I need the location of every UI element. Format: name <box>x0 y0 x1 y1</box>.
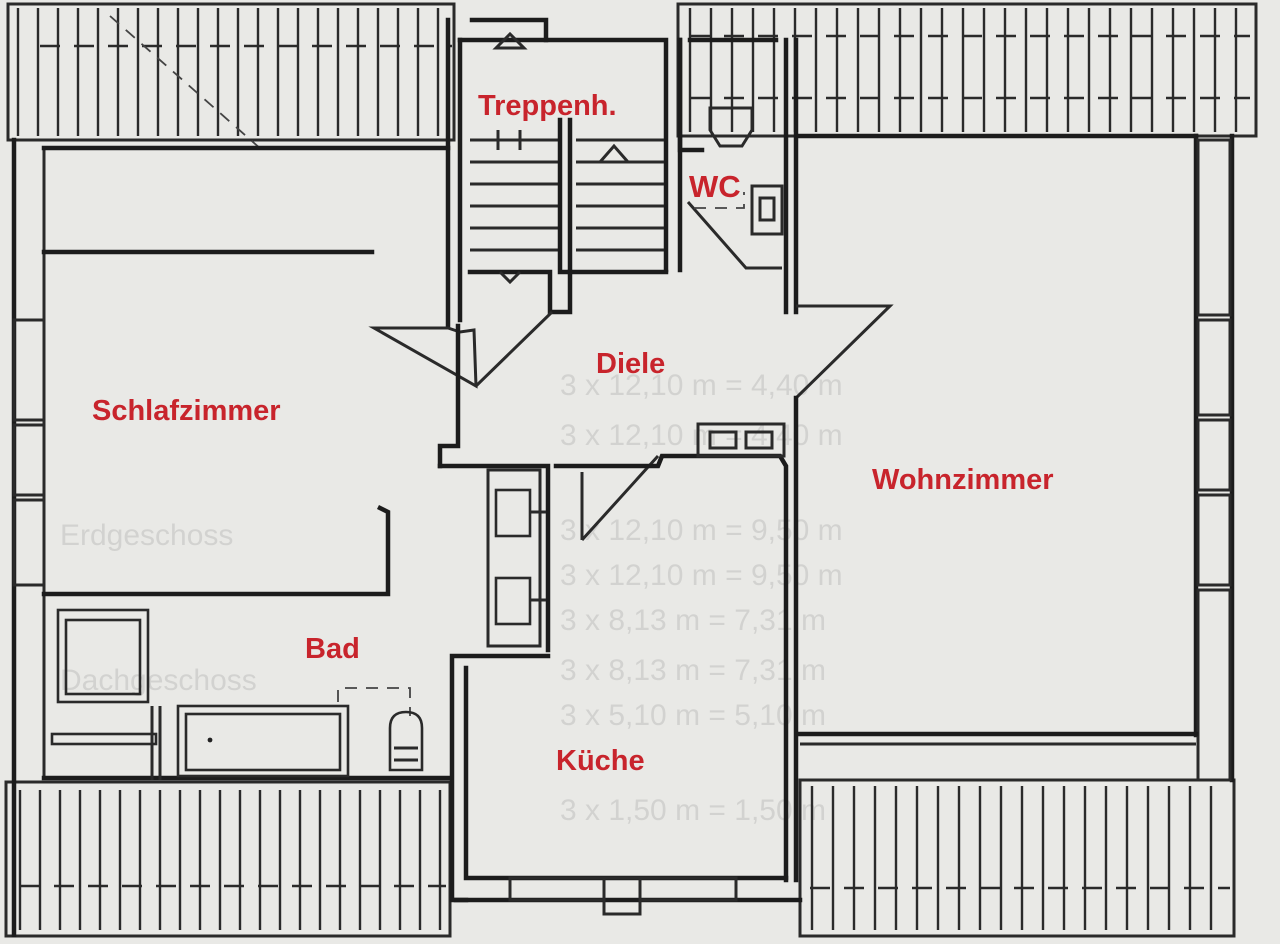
svg-text:3 x 8,13 m = 7,31 m: 3 x 8,13 m = 7,31 m <box>560 604 826 637</box>
room-label-wohnzimmer: Wohnzimmer <box>872 464 1054 496</box>
room-labels: Treppenh. WC Diele Schlafzimmer Wohnzimm… <box>92 90 1054 777</box>
svg-text:Dachgeschoss: Dachgeschoss <box>60 664 257 697</box>
svg-text:3 x 1,50 m = 1,50 m: 3 x 1,50 m = 1,50 m <box>560 794 826 827</box>
room-label-diele: Diele <box>596 348 665 380</box>
balcony-slats <box>16 8 1238 930</box>
svg-text:Erdgeschoss: Erdgeschoss <box>60 519 233 552</box>
room-label-kueche: Küche <box>556 745 645 777</box>
room-label-bad: Bad <box>305 633 360 665</box>
svg-text:3 x 8,13 m = 7,31 m: 3 x 8,13 m = 7,31 m <box>560 654 826 687</box>
room-label-treppenhaus: Treppenh. <box>478 90 617 122</box>
svg-text:3 x 12,10 m = 9,50 m: 3 x 12,10 m = 9,50 m <box>560 559 843 592</box>
svg-text:3 x 5,10 m = 5,10 m: 3 x 5,10 m = 5,10 m <box>560 699 826 732</box>
room-label-wc: WC <box>689 169 741 204</box>
room-label-schlafzimmer: Schlafzimmer <box>92 395 281 427</box>
walls <box>11 17 1235 938</box>
bathroom-fixtures <box>50 608 424 780</box>
